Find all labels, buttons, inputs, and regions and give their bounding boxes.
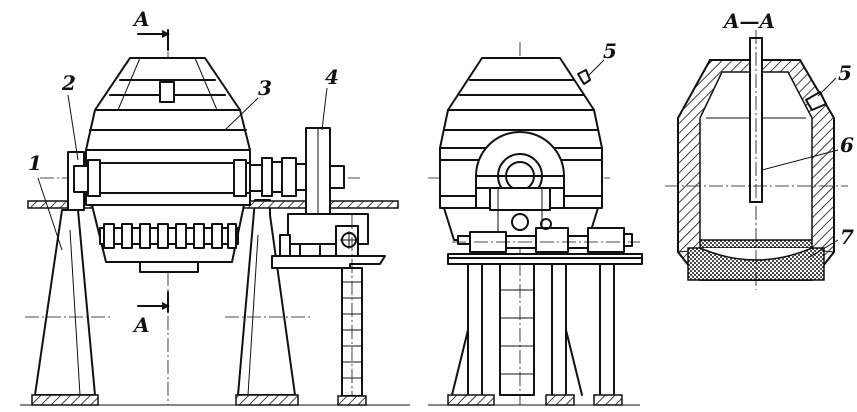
label-section-title: A—A [722, 9, 775, 33]
motor-platform [271, 215, 386, 406]
left-support-column [25, 209, 110, 406]
drive-mechanism [249, 127, 369, 258]
front-elevation-view: 5 [428, 39, 643, 406]
label-part-2: 2 [61, 71, 76, 95]
leader-part-7 [807, 239, 839, 259]
label-part-4: 4 [325, 65, 339, 89]
front-trunnion-housing [475, 131, 565, 236]
section-nozzle [805, 91, 827, 111]
leader-part-2 [67, 94, 79, 161]
ring-gear-teeth [99, 223, 239, 249]
label-part-6: 6 [840, 133, 854, 157]
leader-part-5-section [817, 77, 837, 97]
label-part-5-section: 5 [838, 61, 852, 85]
front-support-legs [447, 263, 623, 406]
label-part-7: 7 [840, 225, 854, 249]
side-elevation-view: 1 2 3 4 A A [20, 7, 410, 406]
converter-vessel [85, 57, 251, 273]
leader-part-5-front [587, 59, 605, 77]
label-section-top: A [132, 7, 150, 31]
section-aa-view: A—A 5 6 7 [665, 9, 854, 290]
leader-part-4 [321, 87, 328, 131]
leader-part-6 [761, 149, 839, 171]
label-part-5-front: 5 [603, 39, 617, 63]
left-trunnion-bearing [67, 151, 89, 211]
section-marker-bottom [137, 291, 170, 313]
label-part-3: 3 [258, 76, 272, 100]
label-part-1: 1 [28, 151, 42, 175]
leader-part-1 [37, 177, 63, 251]
label-section-bottom: A [132, 313, 150, 337]
leader-part-3 [224, 97, 259, 131]
section-marker-top [137, 29, 170, 51]
front-drive-shaft [452, 218, 640, 253]
